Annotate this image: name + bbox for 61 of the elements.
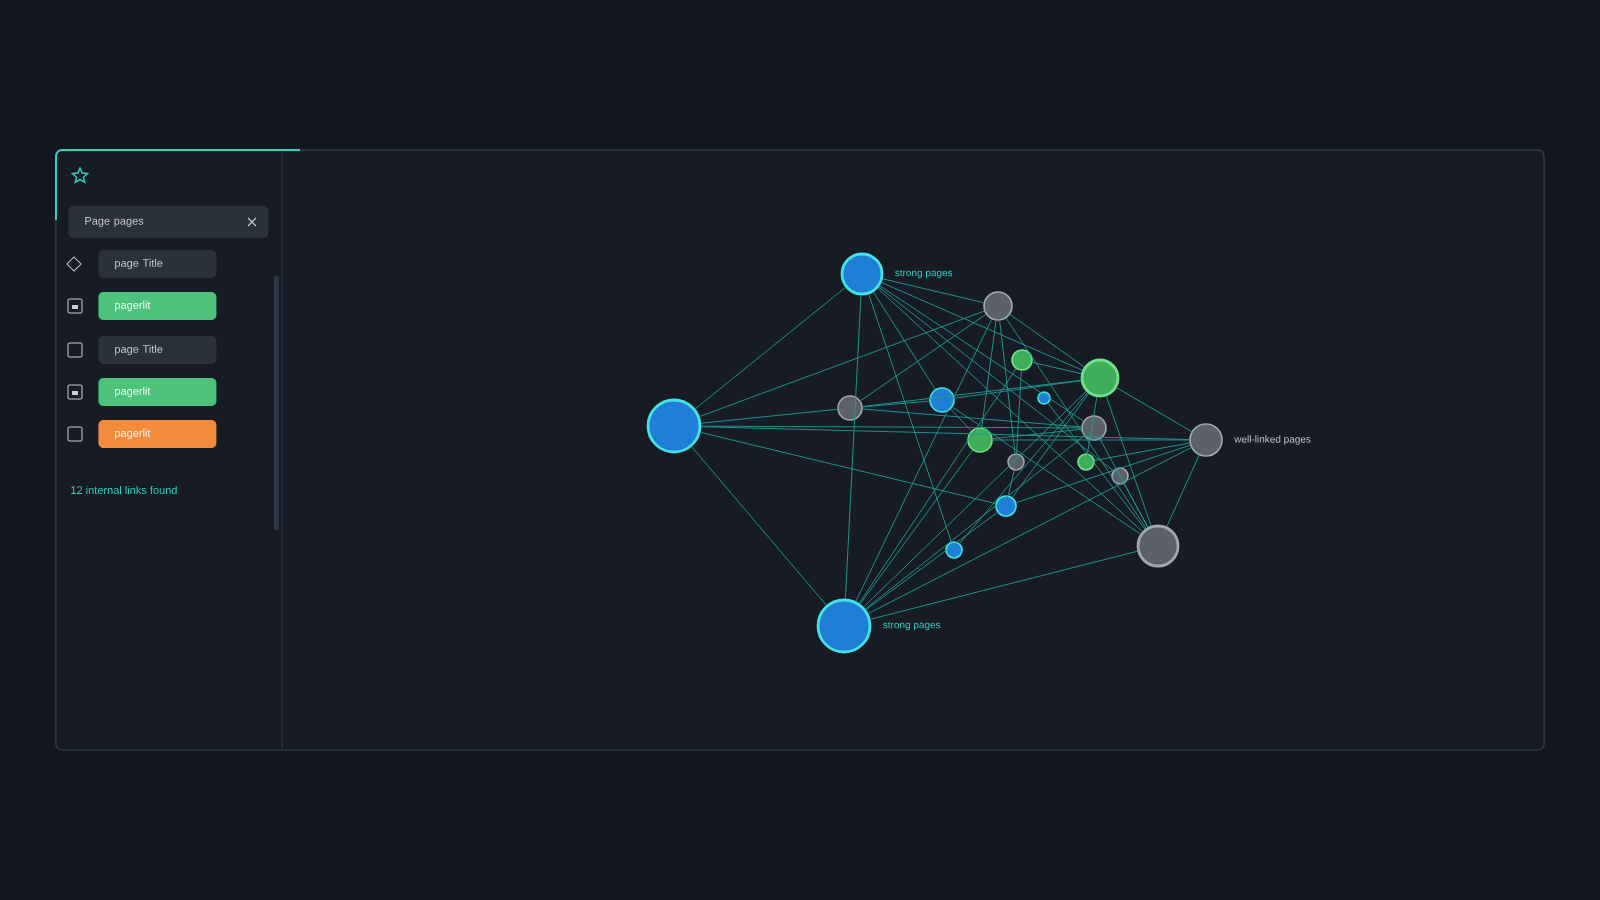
link-line [691, 446, 827, 606]
link-line [844, 294, 862, 600]
link-line [863, 391, 1087, 608]
link-line [999, 320, 1016, 454]
link-line [870, 550, 1138, 620]
link-line [1009, 314, 1085, 368]
link-line [700, 425, 1082, 429]
graph-node [646, 398, 702, 454]
link-line [865, 435, 1085, 610]
link-line [1116, 387, 1192, 432]
link-line [981, 320, 997, 428]
link-line [877, 288, 1143, 532]
graph-node [945, 541, 963, 559]
link-line [1094, 442, 1190, 461]
graph-node [1080, 358, 1120, 398]
link-line [1007, 470, 1015, 496]
link-line [1016, 370, 1022, 454]
link-line [1087, 396, 1098, 454]
link-line [699, 310, 985, 417]
graph-node [840, 252, 884, 296]
link-line [1015, 444, 1191, 504]
link-line [1166, 454, 1200, 527]
link-line [859, 449, 973, 605]
link-line [879, 285, 1084, 422]
link-line [881, 282, 1083, 371]
graph-node [816, 598, 872, 654]
link-line [954, 380, 1082, 399]
link-line [1032, 361, 1082, 375]
link-line [862, 400, 930, 408]
link-line [878, 286, 1114, 471]
link-line [855, 318, 993, 602]
graph-node [1037, 391, 1051, 405]
link-line [1099, 438, 1149, 528]
graph-node [1111, 467, 1129, 485]
link-line [992, 439, 1190, 441]
link-line [858, 368, 1017, 604]
link-line [959, 392, 1088, 544]
link-line [952, 406, 1141, 535]
graph-node [1136, 524, 1180, 568]
link-line [1011, 393, 1089, 498]
graph-node [837, 395, 863, 421]
graph-node [1077, 453, 1095, 471]
link-line [700, 431, 996, 504]
link-line [1047, 402, 1146, 530]
link-line [694, 287, 846, 410]
link-line [862, 408, 1082, 428]
link-line [992, 428, 1082, 440]
graph-node [995, 495, 1017, 517]
link-line [882, 278, 985, 304]
link-line [867, 447, 1192, 614]
link-line [860, 313, 987, 402]
link-line [1005, 317, 1147, 529]
link-line [865, 511, 998, 611]
link-line [868, 293, 952, 543]
graph-node [1189, 423, 1223, 457]
link-line [1105, 395, 1152, 527]
link-line [700, 408, 838, 424]
graph-node [1007, 453, 1025, 471]
link-line [862, 379, 1082, 407]
link-line [950, 408, 972, 432]
link-line [873, 291, 936, 390]
